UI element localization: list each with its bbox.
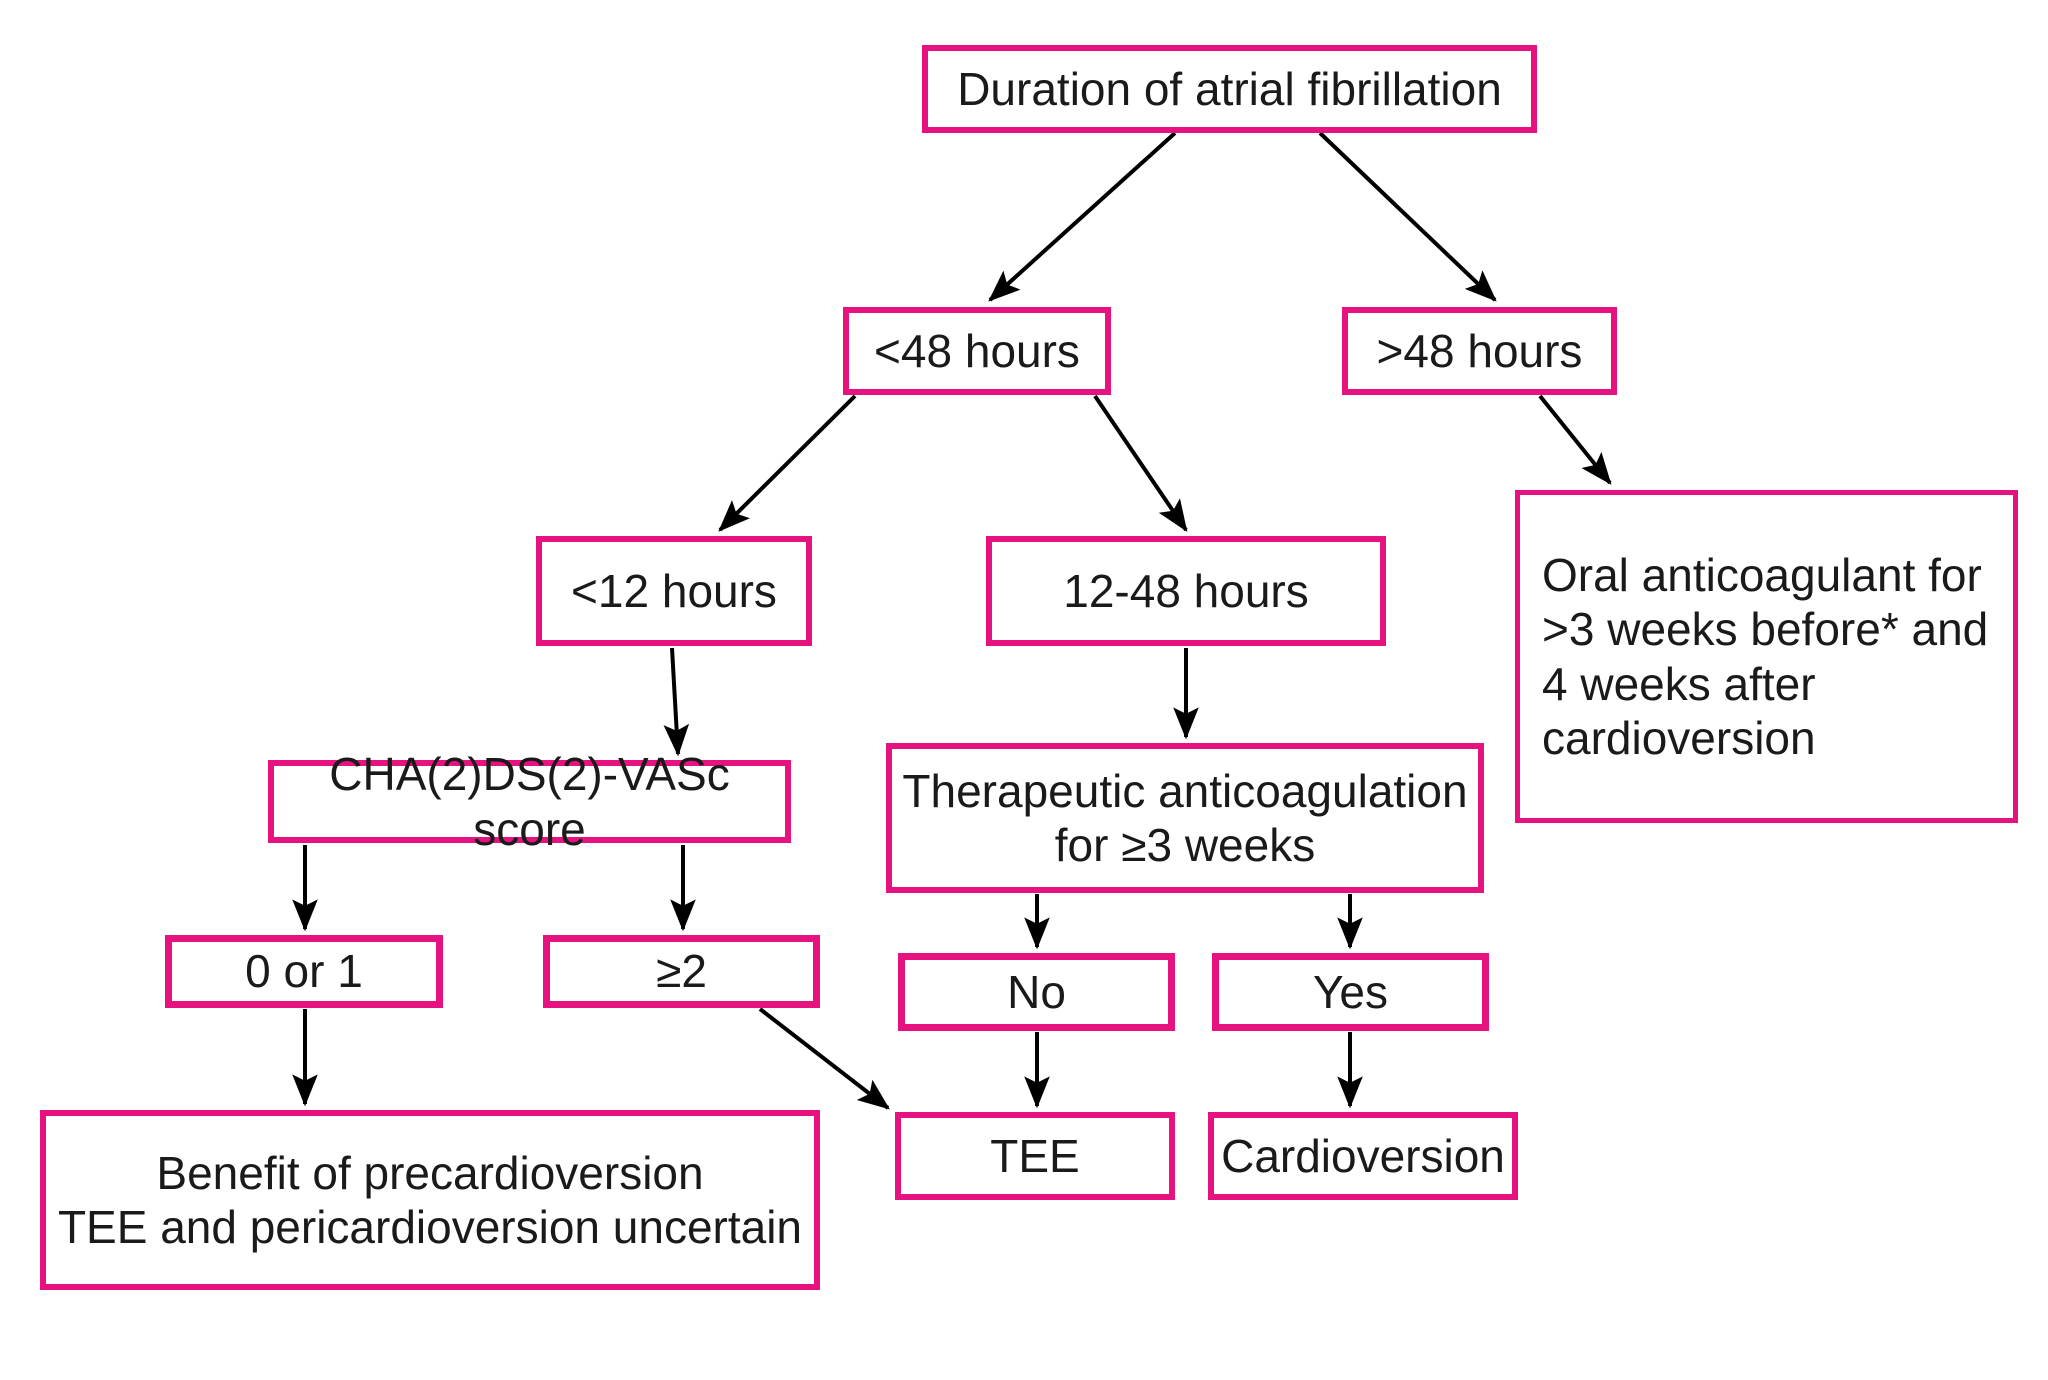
node-label-benefit: Benefit of precardioversion TEE and peri… xyxy=(57,1146,803,1253)
edge-lt48-to-lt12 xyxy=(718,394,857,532)
node-label-chads: CHA(2)DS(2)-VASc score xyxy=(329,748,730,855)
edge-lt48-to-1248 xyxy=(1093,394,1188,532)
node-label-yes: Yes xyxy=(1312,965,1389,1018)
node-lt48[interactable]: <48 hours xyxy=(843,307,1111,395)
node-label-oac: Oral anticoagulant for >3 weeks before* … xyxy=(1542,548,1989,764)
node-label-score2: ≥2 xyxy=(656,945,707,998)
edge-duration-to-lt48 xyxy=(988,131,1177,302)
node-label-cardioversion: Cardioversion xyxy=(1221,1129,1505,1182)
node-h1248[interactable]: 12-48 hours xyxy=(986,536,1386,646)
node-lt12[interactable]: <12 hours xyxy=(536,536,812,646)
node-yes[interactable]: Yes xyxy=(1212,953,1489,1031)
node-theranticoag[interactable]: Therapeutic anticoagulation for ≥3 weeks xyxy=(886,743,1484,893)
edge-2-to-tee xyxy=(758,1007,890,1110)
node-label-theranticoag: Therapeutic anticoagulation for ≥3 weeks xyxy=(902,764,1468,871)
node-tee[interactable]: TEE xyxy=(895,1112,1175,1200)
node-label-gt48: >48 hours xyxy=(1376,324,1583,377)
node-label-no: No xyxy=(1007,965,1066,1018)
node-benefit[interactable]: Benefit of precardioversion TEE and peri… xyxy=(40,1110,820,1290)
node-chads[interactable]: CHA(2)DS(2)-VASc score xyxy=(268,748,791,855)
node-no[interactable]: No xyxy=(898,953,1175,1031)
node-label-lt48: <48 hours xyxy=(874,324,1080,377)
node-gt48[interactable]: >48 hours xyxy=(1342,307,1617,395)
node-cardioversion[interactable]: Cardioversion xyxy=(1208,1112,1518,1200)
node-label-lt12: <12 hours xyxy=(571,564,777,617)
node-score2[interactable]: ≥2 xyxy=(543,935,820,1008)
node-score01[interactable]: 0 or 1 xyxy=(165,935,443,1008)
node-label-tee: TEE xyxy=(990,1129,1080,1182)
edge-gt48-to-oac xyxy=(1538,394,1612,485)
node-oac[interactable]: Oral anticoagulant for >3 weeks before* … xyxy=(1515,490,2018,823)
node-label-h1248: 12-48 hours xyxy=(1063,564,1309,617)
node-label-score01: 0 or 1 xyxy=(245,945,363,998)
edge-lt12-to-chads xyxy=(663,647,690,757)
edge-duration-to-gt48 xyxy=(1318,131,1497,302)
connector-group xyxy=(292,131,1612,1110)
node-duration[interactable]: Duration of atrial fibrillation xyxy=(922,45,1537,133)
node-label-duration: Duration of atrial fibrillation xyxy=(957,62,1502,115)
